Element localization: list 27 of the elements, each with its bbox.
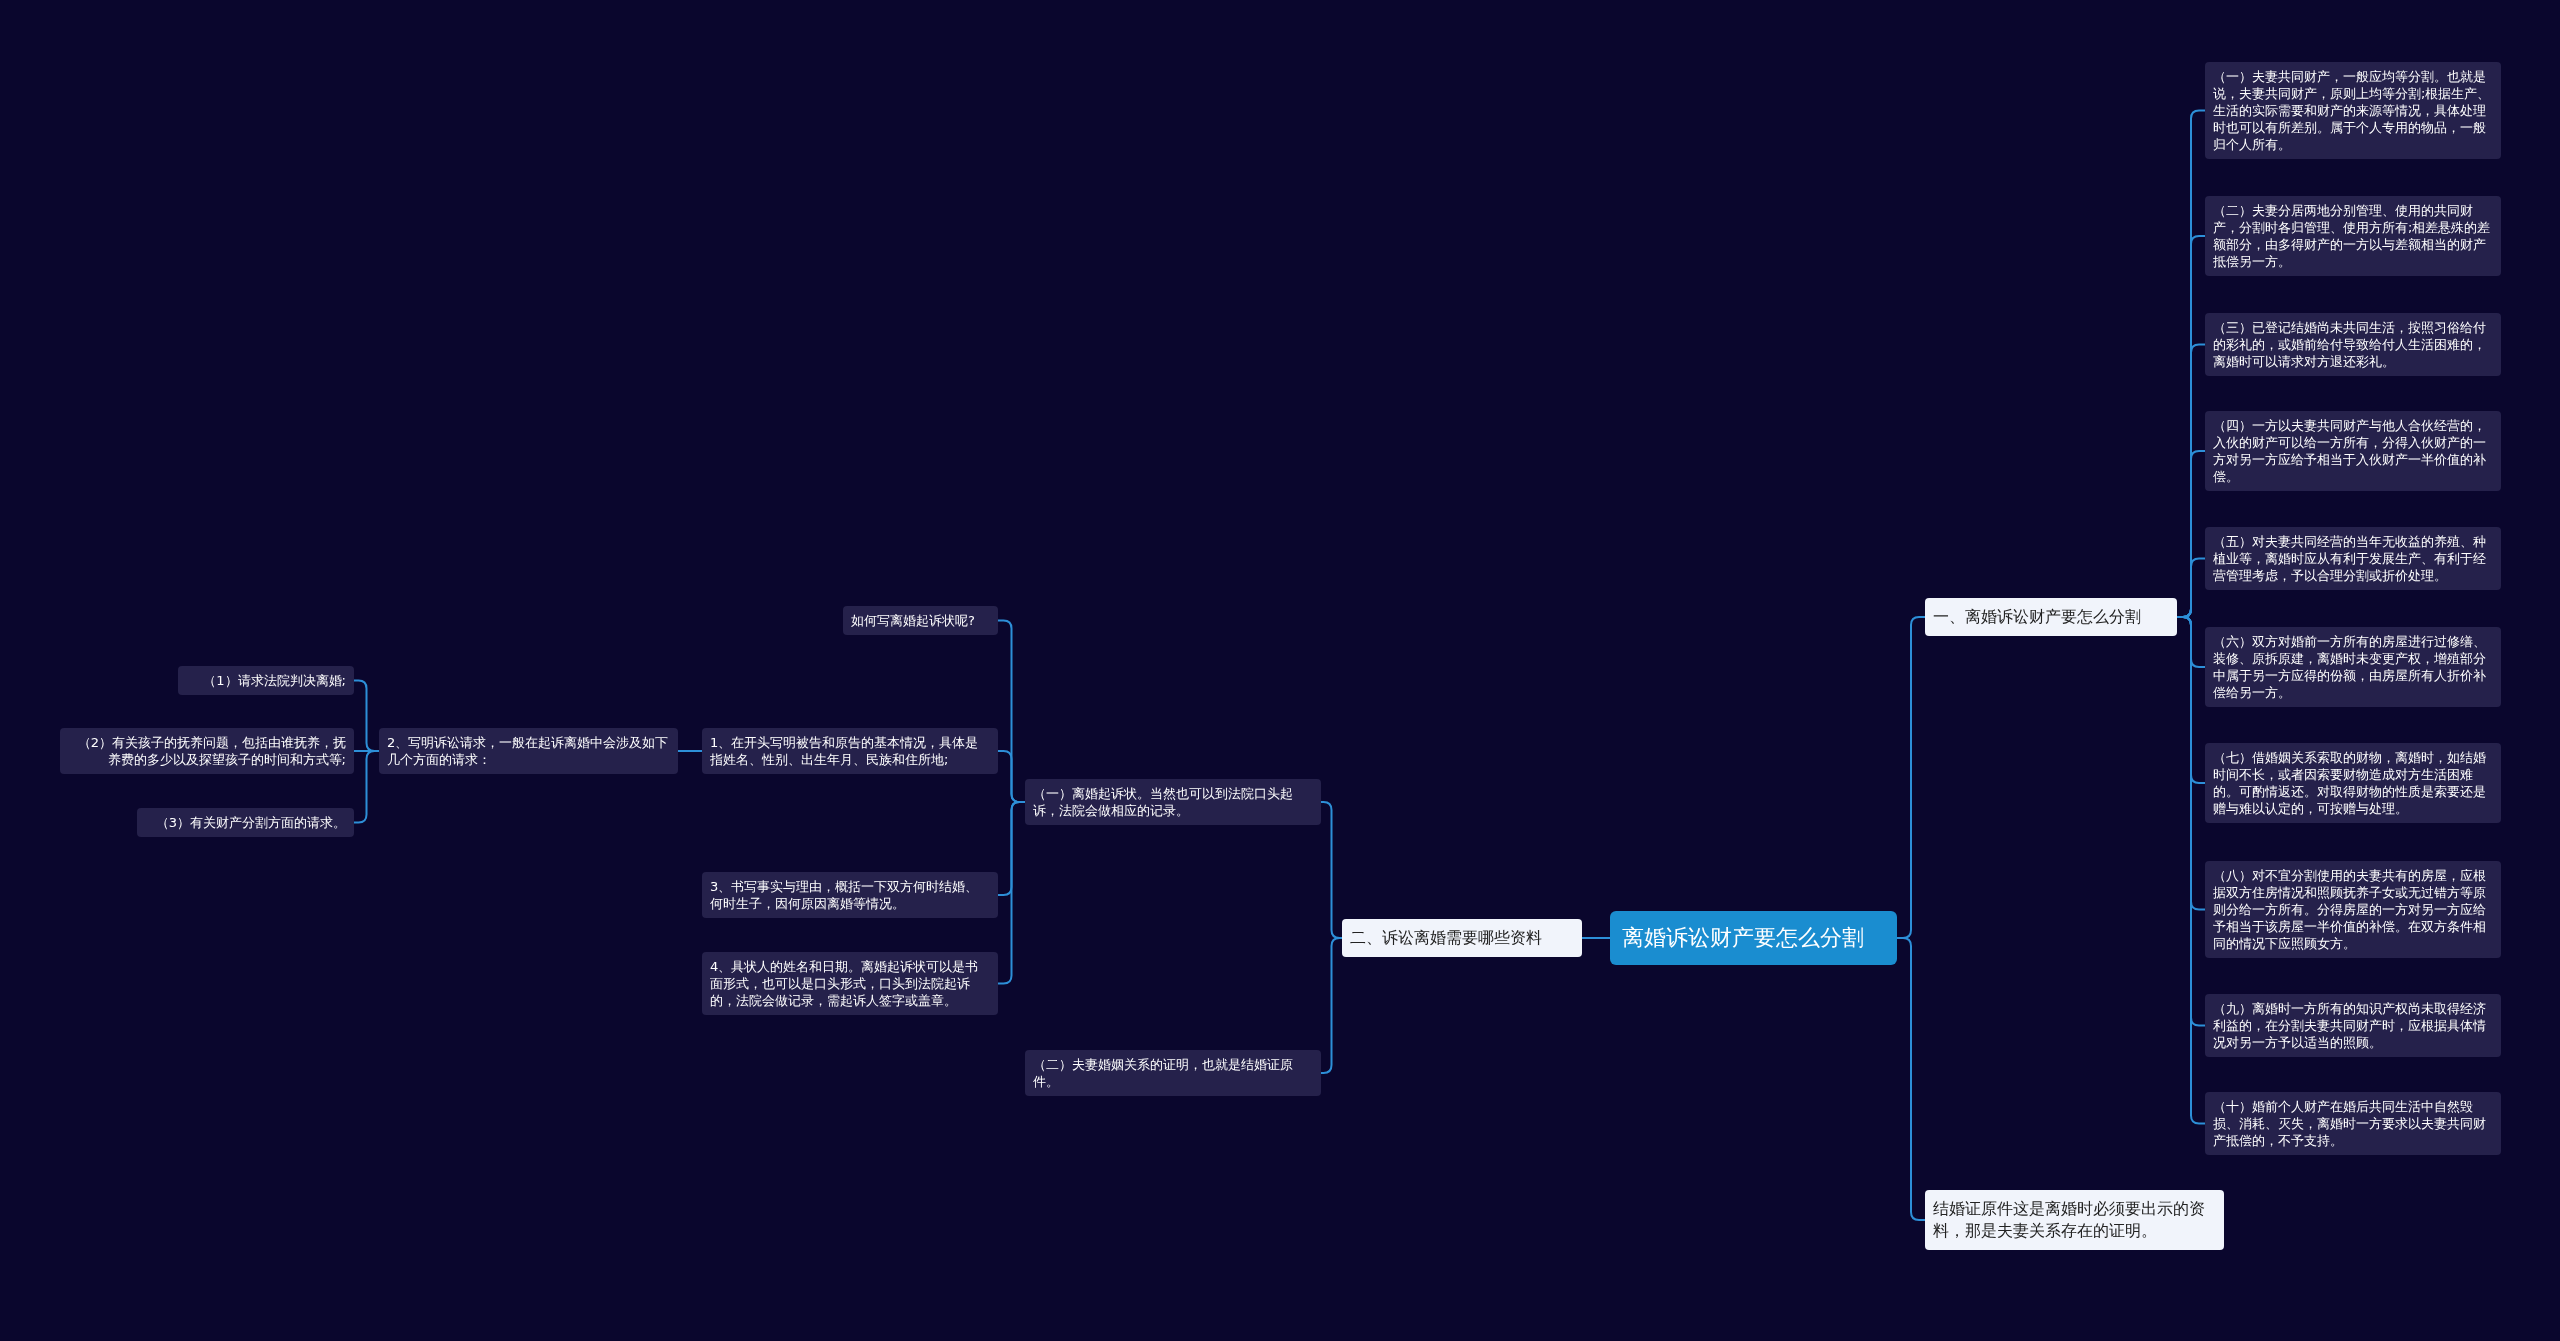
branch-topic: 结婚证原件这是离婚时必须要出示的资料，那是夫妻关系存在的证明。	[1925, 1190, 2224, 1250]
connector-line	[1581, 937, 1611, 939]
subtopic-box: （2）有关孩子的抚养问题，包括由谁抚养，抚养费的多少以及探望孩子的时间和方式等;	[60, 728, 354, 774]
subtopic-box: 1、在开头写明被告和原告的基本情况，具体是指姓名、性别、出生年月、民族和住所地;	[702, 728, 998, 774]
subtopic-box: （三）已登记结婚尚未共同生活，按照习俗给付的彩礼的，或婚前给付导致给付人生活困难的，离婚时可以请求对方退还彩礼。	[2205, 313, 2501, 376]
subtopic-box: （一）离婚起诉状。当然也可以到法院口头起诉，法院会做相应的记录。	[1025, 779, 1321, 825]
subtopic-box: （四）一方以夫妻共同财产与他人合伙经营的，入伙的财产可以给一方所有，分得入伙财产的一方对另一方应给予相当于入伙财产一半价值的补偿。	[2205, 411, 2501, 491]
subtopic-box: （九）离婚时一方所有的知识产权尚未取得经济利益的，在分割夫妻共同财产时，应根据具体情况对另一方予以适当的照顾。	[2205, 994, 2501, 1057]
subtopic-box: 3、书写事实与理由，概括一下双方何时结婚、何时生子，因何原因离婚等情况。	[702, 872, 998, 918]
subtopic-box: （十）婚前个人财产在婚后共同生活中自然毁损、消耗、灭失，离婚时一方要求以夫妻共同财产抵偿的，不予支持。	[2205, 1092, 2501, 1155]
connector-line	[1896, 937, 1926, 1221]
subtopic-box: （七）借婚姻关系索取的财物，离婚时，如结婚时间不长，或者因索要财物造成对方生活困难的。可酌情返还。对取得财物的性质是索要还是赠与难以认定的，可按赠与处理。	[2205, 743, 2501, 823]
subtopic-box: 如何写离婚起诉状呢?	[843, 606, 998, 635]
central-topic: 离婚诉讼财产要怎么分割	[1610, 911, 1897, 965]
subtopic-box: （1）请求法院判决离婚;	[178, 666, 354, 695]
subtopic-box: （五）对夫妻共同经营的当年无收益的养殖、种植业等，离婚时应从有利于发展生产、有利于经营管理考虑，予以合理分割或折价处理。	[2205, 527, 2501, 590]
branch-topic: 二、诉讼离婚需要哪些资料	[1342, 919, 1582, 957]
subtopic-box: 2、写明诉讼请求，一般在起诉离婚中会涉及如下几个方面的请求：	[379, 728, 678, 774]
subtopic-box: （二）夫妻婚姻关系的证明，也就是结婚证原件。	[1025, 1050, 1321, 1096]
subtopic-box: （一）夫妻共同财产，一般应均等分割。也就是说，夫妻共同财产，原则上均等分割;根据生产、生活的实际需要和财产的来源等情况，具体处理时也可以有所差别。属于个人专用的物品，一般归个人所有。	[2205, 62, 2501, 159]
subtopic-box: （二）夫妻分居两地分别管理、使用的共同财产，分割时各归管理、使用方所有;相差悬殊的差额部分，由多得财产的一方以与差额相当的财产抵偿另一方。	[2205, 196, 2501, 276]
subtopic-box: （六）双方对婚前一方所有的房屋进行过修缮、装修、原拆原建，离婚时未变更产权，增殖部分中属于另一方应得的份额，由房屋所有人折价补偿给另一方。	[2205, 627, 2501, 707]
connector-line	[677, 750, 703, 752]
branch-topic: 一、离婚诉讼财产要怎么分割	[1925, 598, 2177, 636]
subtopic-box: （八）对不宜分割使用的夫妻共有的房屋，应根据双方住房情况和照顾抚养子女或无过错方等原则分给一方所有。分得房屋的一方对另一方应给予相当于该房屋一半价值的补偿。在双方条件相同的情况下应照顾女方。	[2205, 861, 2501, 958]
subtopic-box: （3）有关财产分割方面的请求。	[137, 808, 354, 837]
subtopic-box: 4、具状人的姓名和日期。离婚起诉状可以是书面形式，也可以是口头形式，口头到法院起诉的，法院会做记录，需起诉人签字或盖章。	[702, 952, 998, 1015]
